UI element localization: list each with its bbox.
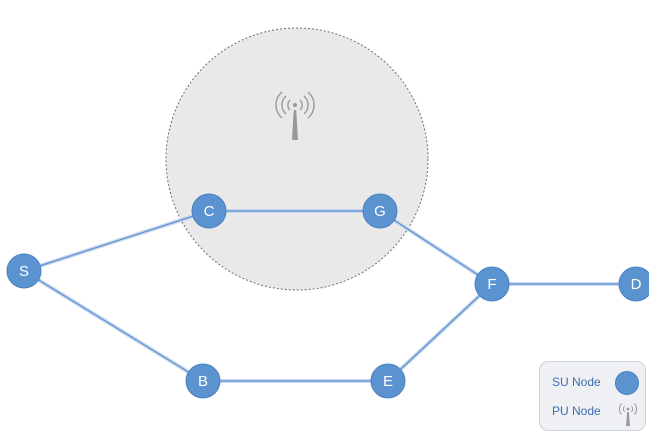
link-g-f: [379, 210, 493, 285]
link-s-c: [23, 210, 210, 272]
su-node-c[interactable]: C: [191, 193, 227, 229]
node-label: B: [198, 373, 208, 390]
su-node-circle: [185, 363, 221, 399]
legend: SU Node PU Node: [539, 361, 646, 431]
node-label: C: [204, 203, 215, 220]
node-label: S: [19, 263, 29, 280]
su-node-icon: [615, 371, 639, 395]
su-node-circle: [6, 253, 42, 289]
su-node-circle: [474, 266, 510, 302]
su-node-s[interactable]: S: [6, 253, 42, 289]
su-node-f[interactable]: F: [474, 266, 510, 302]
legend-su-label: SU Node: [552, 375, 601, 389]
legend-pu-label: PU Node: [552, 404, 601, 418]
su-node-circle: [191, 193, 227, 229]
pu-tower-icon: [275, 91, 315, 140]
link-s-b: [23, 270, 204, 382]
su-node-circle: [618, 266, 649, 302]
link-e-f: [387, 283, 493, 382]
pu-coverage-area: [165, 27, 429, 291]
su-node-circle: [362, 193, 398, 229]
node-label: E: [383, 373, 393, 390]
su-node-b[interactable]: B: [185, 363, 221, 399]
su-node-e[interactable]: E: [370, 363, 406, 399]
su-node-circle: [370, 363, 406, 399]
radio-tower-icon: [619, 403, 637, 426]
node-label: F: [487, 276, 496, 293]
su-node-d[interactable]: D: [618, 266, 649, 302]
su-node-g[interactable]: G: [362, 193, 398, 229]
node-label: G: [374, 203, 386, 220]
node-label: D: [631, 276, 642, 293]
